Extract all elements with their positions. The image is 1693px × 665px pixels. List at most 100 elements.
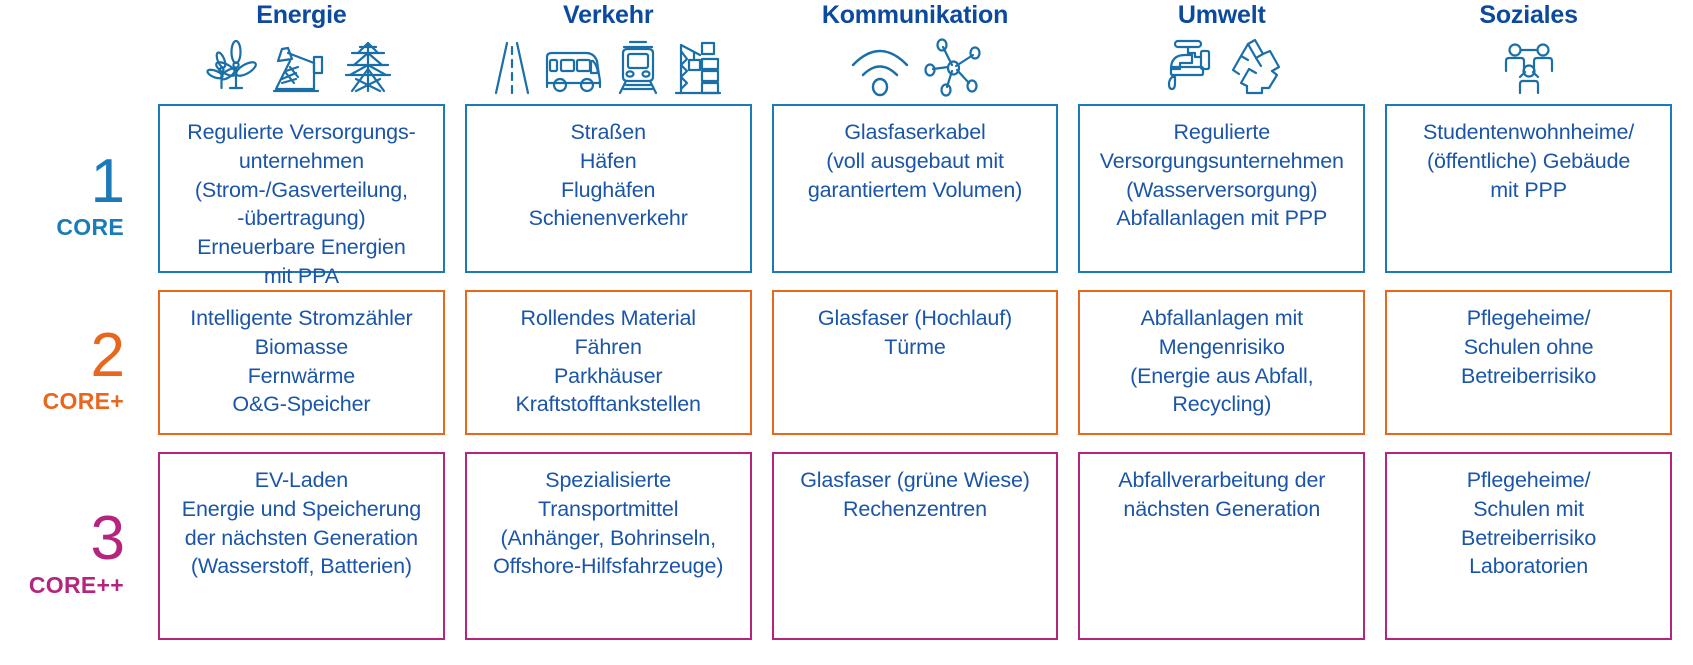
row-tag: CORE+ [42,388,124,415]
cell-line: Fähren [574,334,642,359]
column-icons [1161,38,1283,95]
cell-line: garantiertem Volumen) [807,177,1023,202]
row-number: 1 [90,146,125,216]
cell-line: der nächsten Generation [184,525,418,550]
column-header-energie: Energie [158,0,445,104]
cell-core-verkehr[interactable]: Straßen Häfen Flughäfen Schienenverkehr [464,104,752,273]
recycling-icon [1231,38,1280,94]
cell-line: mit PPP [1490,177,1567,202]
cell-line: Intelligente Stromzähler [190,306,413,330]
cell-line: Rollendes Material [520,306,697,330]
bus-icon [546,51,602,92]
cell-line: (Strom-/Gasverteilung, [194,177,408,202]
column-icons [206,39,396,95]
cell-line: Straßen [570,120,646,144]
cell-line: -übertragung) [237,206,366,231]
oil-pump-icon [273,46,324,92]
cell-line: (voll ausgebaut mit [826,148,1004,173]
cell-line: Energie und Speicherung [181,496,421,521]
water-tap-icon [1167,39,1210,90]
road-icon [495,41,530,94]
cell-line: Betreiberrisiko [1461,525,1597,550]
row-label-coreplusplus: 3 CORE++ [0,452,138,657]
cell-line: Regulierte [1173,120,1271,144]
cell-line: Häfen [579,148,637,173]
cell-line: mit PPA [263,263,339,288]
cell-line: Laboratorien [1469,554,1589,579]
column-title: Umwelt [1177,1,1266,29]
cell-core-umwelt[interactable]: Regulierte Versorgungsunternehmen (Wasse… [1078,104,1366,273]
wifi-icon [851,49,909,96]
cell-coreplusplus-umwelt[interactable]: Abfallverarbeitung der nächsten Generati… [1078,452,1366,640]
power-pylon-icon [345,41,392,92]
cell-line: Versorgungsunternehmen [1099,148,1344,173]
cell-line: Recycling) [1172,392,1272,417]
row-number: 3 [90,504,125,574]
cell-line: O&G-Speicher [232,392,371,417]
cell-coreplusplus-soziales[interactable]: Pflegeheime/ Schulen mit Betreiberrisiko… [1385,452,1672,640]
cell-line: Glasfaser (grüne Wiese) [800,468,1030,492]
cell-line: Regulierte Versorgungs- [187,120,416,144]
cell-line: Abfallverarbeitung der [1118,468,1326,492]
column-header-verkehr: Verkehr [465,0,752,104]
train-icon [619,40,658,94]
header-corner-spacer [0,0,138,104]
cell-coreplusplus-verkehr[interactable]: Spezialisierte Transportmittel (Anhänger… [464,452,752,640]
row-tag: CORE++ [28,571,124,598]
cell-line: Glasfaserkabel [844,120,986,144]
cell-line: Schulen mit [1473,496,1584,521]
people-group-icon [1504,42,1553,94]
cell-core-energie[interactable]: Regulierte Versorgungs- unternehmen (Str… [158,104,445,288]
cell-core-soziales[interactable]: Studentenwohnheime/ (öffentliche) Gebäud… [1385,104,1672,273]
column-title: Kommunikation [821,1,1009,29]
cell-coreplus-energie[interactable]: Intelligente Stromzähler Biomasse Fernwä… [158,290,445,435]
column-title: Verkehr [563,1,654,29]
cell-line: Betreiberrisiko [1461,363,1597,388]
cell-line: Flughäfen [561,177,656,202]
column-icons [849,37,981,97]
column-header-umwelt: Umwelt [1078,0,1365,104]
cell-line: unternehmen [238,148,364,173]
column-header-soziales: Soziales [1385,0,1672,104]
cell-line: Studentenwohnheime/ [1423,120,1635,144]
cell-line: Parkhäuser [553,363,663,388]
cell-line: Abfallanlagen mit [1140,306,1304,330]
network-nodes-icon [924,37,981,97]
cell-line: Schulen ohne [1463,334,1594,359]
cell-line: Pflegeheime/ [1466,306,1591,330]
row-number: 2 [90,320,125,390]
cell-line: Offshore-Hilfsfahrzeuge) [493,554,724,579]
cell-coreplus-soziales[interactable]: Pflegeheime/ Schulen ohne Betreiberrisik… [1385,290,1672,435]
cell-line: Mengenrisiko [1158,334,1285,359]
cell-line: EV-Laden [254,468,349,492]
cell-line: Pflegeheime/ [1466,468,1591,492]
row-tag: CORE [56,214,124,241]
cell-core-kommunikation[interactable]: Glasfaserkabel (voll ausgebaut mit garan… [771,104,1059,273]
cell-line: (Wasserstoff, Batterien) [190,554,412,579]
column-icons [1502,39,1556,95]
cell-coreplus-verkehr[interactable]: Rollendes Material Fähren Parkhäuser Kra… [464,290,752,435]
cell-coreplus-umwelt[interactable]: Abfallanlagen mit Mengenrisiko (Energie … [1078,290,1366,435]
cell-line: Erneuerbare Energien [197,235,406,260]
wind-turbine-icon [206,39,258,89]
cell-line: Transportmittel [538,496,679,521]
cell-line: (Wasserversorgung) [1126,177,1318,202]
cell-line: Rechenzentren [843,496,987,521]
column-icons [494,39,722,95]
cell-line: Abfallanlagen mit PPP [1116,206,1328,231]
column-header-kommunikation: Kommunikation [772,0,1059,104]
cell-coreplus-kommunikation[interactable]: Glasfaser (Hochlauf) Türme [771,290,1059,435]
cell-coreplusplus-kommunikation[interactable]: Glasfaser (grüne Wiese) Rechenzentren [771,452,1059,640]
cell-line: Spezialisierte [545,468,672,492]
row-label-coreplus: 2 CORE+ [0,290,138,452]
cell-line: (öffentliche) Gebäude [1426,148,1631,173]
row-label-core: 1 CORE [0,104,138,290]
cell-line: Schienenverkehr [528,206,688,231]
cell-coreplusplus-energie[interactable]: EV-Laden Energie und Speicherung der näc… [158,452,445,640]
port-crane-icon [675,41,722,94]
cell-line: (Anhänger, Bohrinseln, [500,525,716,550]
column-title: Soziales [1479,1,1578,29]
cell-line: nächsten Generation [1123,496,1321,521]
cell-line: Kraftstofftankstellen [515,392,701,417]
